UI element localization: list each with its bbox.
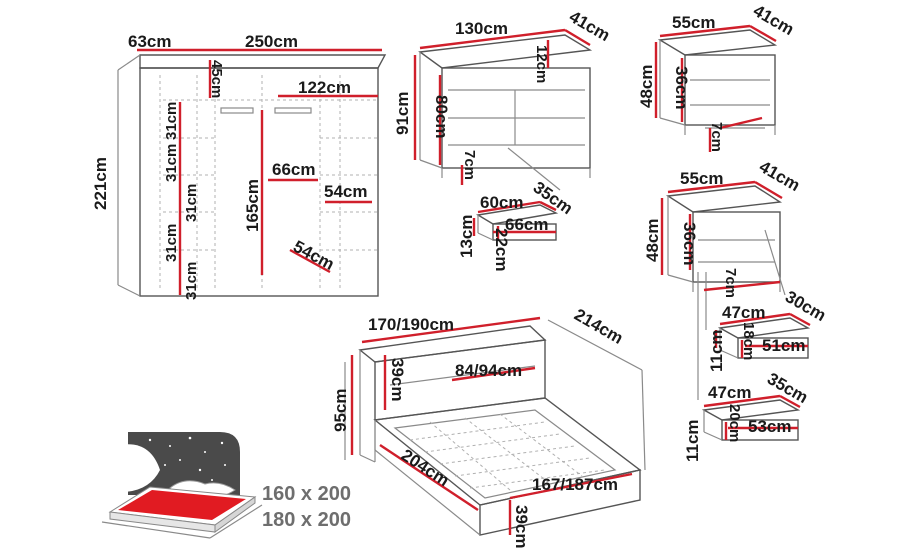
mattress-size-2: 180 x 200 <box>262 509 351 531</box>
wardrobe-shelf-5-label: 31cm <box>183 262 200 300</box>
wardrobe-height-label: 221cm <box>91 157 110 210</box>
wardrobe-inner-width-label: 66cm <box>272 160 315 179</box>
nightstand-bottom-width-label: 55cm <box>680 169 723 188</box>
dresser <box>413 28 593 241</box>
wardrobe-top-shelf-label: 45cm <box>208 60 225 98</box>
drawer1-depth-label: 30cm <box>782 287 829 325</box>
wardrobe-shelf-2-label: 31cm <box>163 144 180 182</box>
wardrobe-rail-width-label: 122cm <box>298 78 351 97</box>
wardrobe-door-width-label: 54cm <box>290 237 337 274</box>
dresser-top-gap-label: 12cm <box>533 45 550 83</box>
dresser-drawer-width-label: 60cm <box>480 193 523 212</box>
bed-width-label: 170/190cm <box>368 315 454 334</box>
nightstand-bottom-leg-label: 7cm <box>722 268 739 298</box>
dresser-body-height-label: 80cm <box>432 95 451 138</box>
dresser-drawer-inner-label: 66cm <box>505 215 548 234</box>
wardrobe-shelf-width-label: 54cm <box>324 182 367 201</box>
dresser-drawer-height-label: 13cm <box>457 215 476 258</box>
nightstand-bottom-body-height-label: 36cm <box>680 222 699 265</box>
bed-headboard-panel-label: 39cm <box>388 358 407 401</box>
drawer2-inner-label: 53cm <box>748 417 791 436</box>
drawer1-side-label: 11cm <box>707 329 726 372</box>
bed <box>344 316 646 536</box>
nightstand-bottom <box>660 180 811 441</box>
drawer1-width-label: 47cm <box>722 303 765 322</box>
bed-length-label: 214cm <box>571 305 626 348</box>
drawer2-width-label: 47cm <box>708 383 751 402</box>
bed-headboard-height-label: 95cm <box>331 389 350 432</box>
wardrobe-shelf-4-label: 31cm <box>163 224 180 262</box>
wardrobe-hanging-height-label: 165cm <box>243 179 262 232</box>
mattress-size-1: 160 x 200 <box>262 483 351 505</box>
drawer2-side-label: 11cm <box>683 419 702 462</box>
wardrobe-depth-label: 63cm <box>128 32 171 51</box>
mattress-illustration <box>101 432 263 539</box>
nightstand-top-height-label: 48cm <box>637 65 656 108</box>
dresser-width-label: 130cm <box>455 19 508 38</box>
wardrobe <box>117 48 387 297</box>
dresser-leg-label: 7cm <box>461 150 478 180</box>
drawer2-height-label: 20cm <box>726 404 743 442</box>
nightstand-bottom-height-label: 48cm <box>643 219 662 262</box>
wardrobe-shelf-1-label: 31cm <box>163 102 180 140</box>
nightstand-top-body-height-label: 36cm <box>672 66 691 109</box>
nightstand-top <box>654 24 778 152</box>
dresser-drawer-inner-height-label: 22cm <box>492 228 511 271</box>
drawer1-inner-label: 51cm <box>762 336 805 355</box>
nightstand-top-width-label: 55cm <box>672 13 715 32</box>
nightstand-bottom-depth-label: 41cm <box>756 157 803 195</box>
drawer1-height-label: 18cm <box>740 322 757 360</box>
wardrobe-width-label: 250cm <box>245 32 298 51</box>
bed-panel-width-label: 84/94cm <box>455 361 522 380</box>
dresser-height-label: 91cm <box>393 92 412 135</box>
wardrobe-shelf-3-label: 31cm <box>183 184 200 222</box>
nightstand-top-leg-label: 7cm <box>708 122 725 152</box>
bed-base-height-label: 39cm <box>512 505 531 548</box>
bed-inner-width-label: 167/187cm <box>532 475 618 494</box>
